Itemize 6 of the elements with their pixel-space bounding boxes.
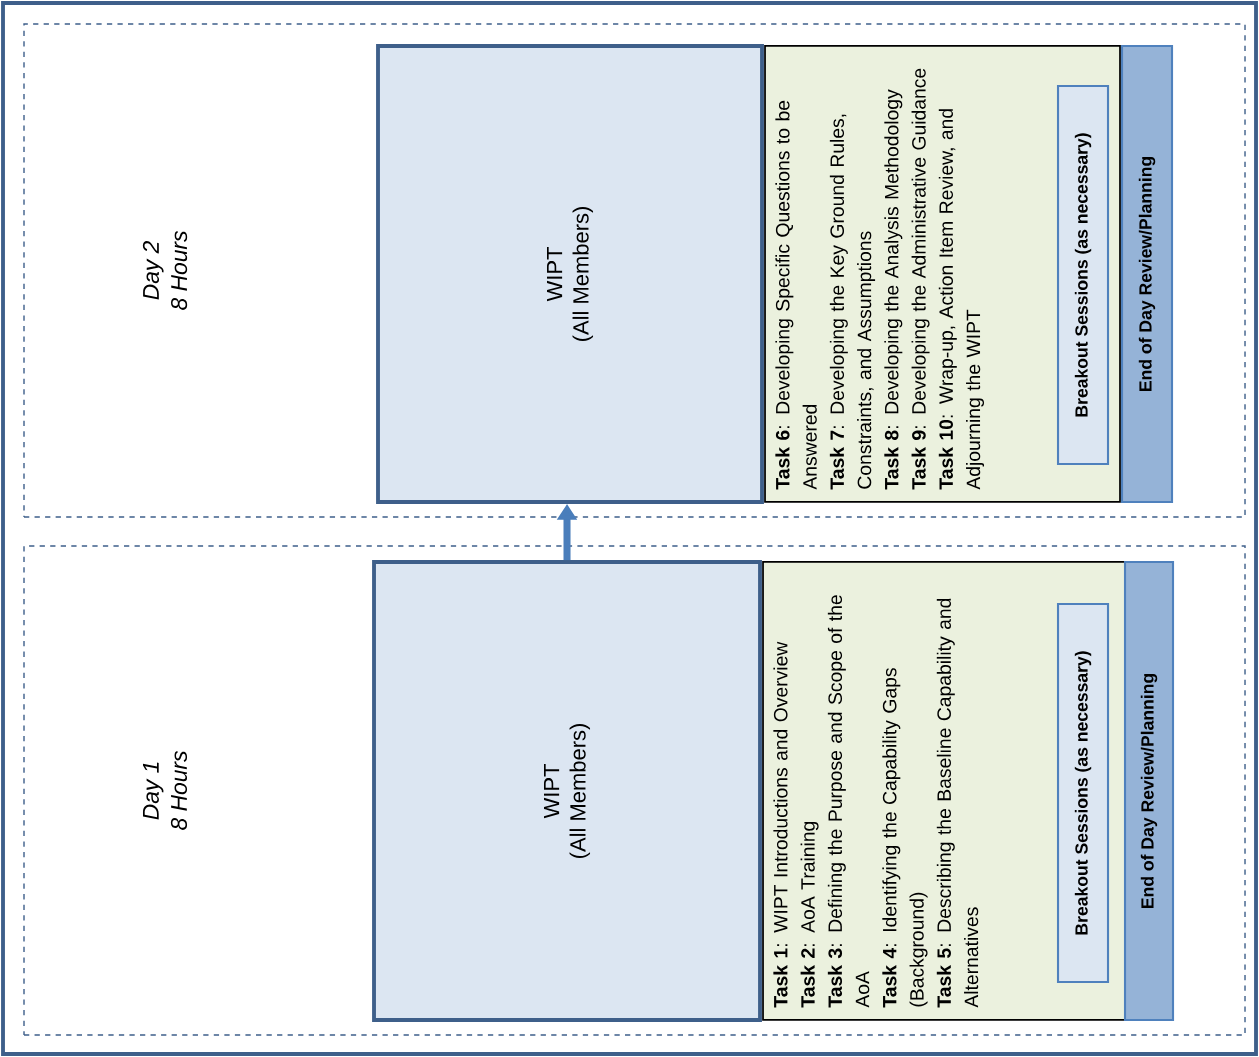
breakout-box: Breakout Sessions (as necessary) xyxy=(1056,602,1110,984)
breakout-box: Breakout Sessions (as necessary) xyxy=(1056,84,1110,466)
review-bar: End of Day Review/Planning xyxy=(1120,44,1174,504)
session-box: WIPT (All Members) xyxy=(376,44,764,504)
session-box: WIPT (All Members) xyxy=(372,560,762,1022)
review-bar: End of Day Review/Planning xyxy=(1123,560,1175,1022)
